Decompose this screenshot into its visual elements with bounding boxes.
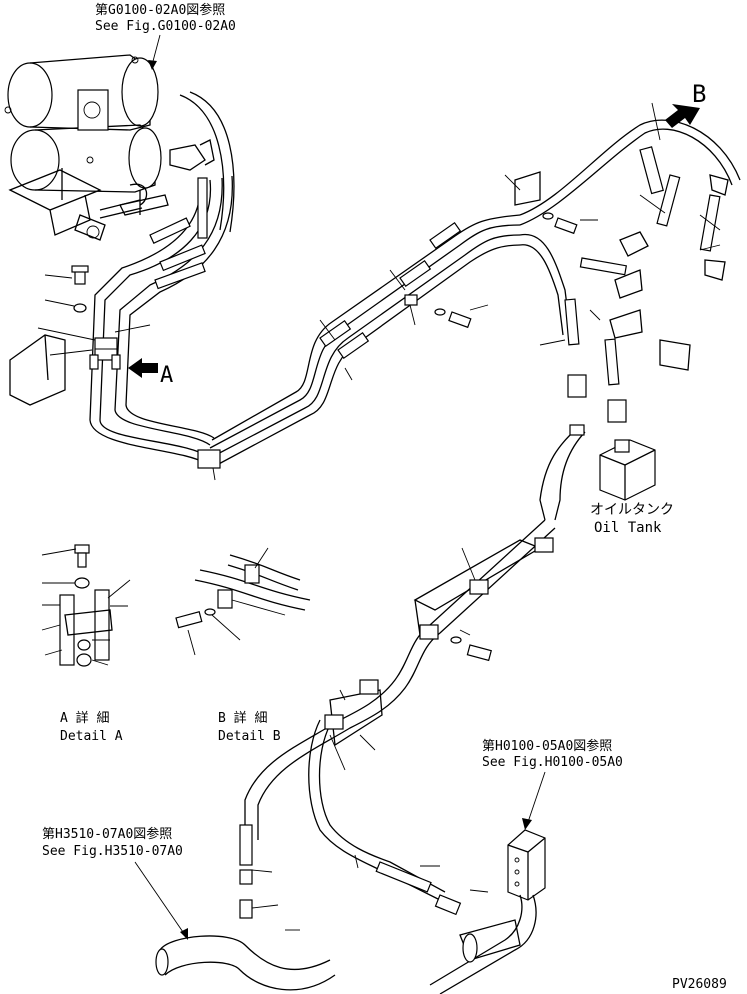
view-arrow-b: B bbox=[665, 80, 706, 128]
air-tank-assembly bbox=[4, 54, 235, 236]
detail-a-jp-label: A 詳 細 bbox=[60, 710, 109, 726]
view-arrow-a: A bbox=[128, 358, 173, 388]
detail-a-drawing: A 詳 細 Detail A bbox=[41, 544, 131, 744]
oil-tank: オイルタンク Oil Tank bbox=[539, 424, 674, 536]
reference-top-en: See Fig.G0100-02A0 bbox=[95, 19, 236, 34]
reference-right-en: See Fig.H0100-05A0 bbox=[482, 755, 623, 770]
valve-fitting bbox=[74, 183, 148, 241]
reference-top: 第G0100-02A0図参照 See Fig.G0100-02A0 bbox=[95, 2, 236, 70]
view-marker-b: B bbox=[692, 80, 706, 108]
oil-tank-jp-label: オイルタンク bbox=[590, 502, 674, 518]
reference-left: 第H3510-07A0図参照 See Fig.H3510-07A0 bbox=[42, 826, 188, 940]
drawing-id: PV26089 bbox=[672, 977, 727, 992]
valve-block-assembly bbox=[429, 829, 546, 994]
pipe-routing-middle bbox=[197, 214, 521, 481]
oil-tank-en-label: Oil Tank bbox=[594, 520, 662, 536]
detail-b-en-label: Detail B bbox=[218, 729, 281, 744]
view-marker-a: A bbox=[160, 363, 173, 388]
reference-left-en: See Fig.H3510-07A0 bbox=[42, 844, 183, 859]
detail-b-jp-label: B 詳 細 bbox=[218, 710, 267, 726]
radiator-hose bbox=[155, 929, 336, 991]
detail-b-drawing: B 詳 細 Detail B bbox=[175, 547, 311, 744]
pipe-routing-lower bbox=[239, 519, 556, 919]
clamp-a-location bbox=[9, 334, 121, 406]
bolt-washer-a bbox=[37, 265, 151, 341]
pipe-routing-left bbox=[89, 175, 233, 464]
reference-right: 第H0100-05A0図参照 See Fig.H0100-05A0 bbox=[482, 738, 623, 830]
reference-left-jp: 第H3510-07A0図参照 bbox=[42, 826, 172, 842]
reference-right-jp: 第H0100-05A0図参照 bbox=[482, 738, 612, 754]
pipe-routing-right-upper bbox=[504, 102, 741, 423]
reference-top-jp: 第G0100-02A0図参照 bbox=[95, 2, 225, 18]
detail-a-en-label: Detail A bbox=[60, 729, 123, 744]
